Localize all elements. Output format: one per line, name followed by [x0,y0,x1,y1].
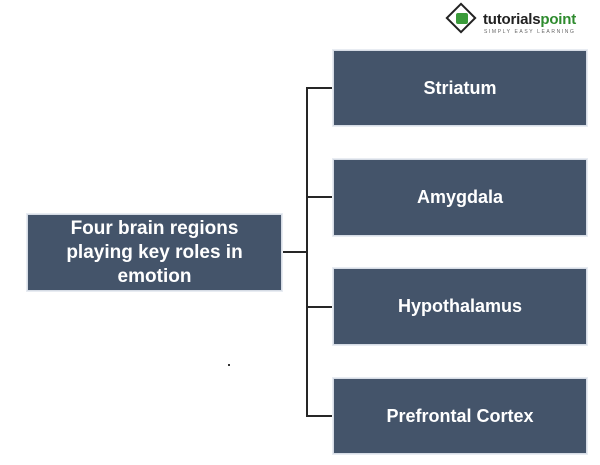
logo-tagline: SIMPLY EASY LEARNING [484,29,576,35]
root-connector [282,251,308,253]
root-node-label: Four brain regions playing key roles in … [66,217,243,287]
branch-connector-1 [306,87,333,89]
child-node-label: Hypothalamus [397,296,523,316]
child-node-hypothalamus: Hypothalamus [333,268,587,345]
logo-wordmark: tutorialspoint [483,11,576,28]
child-node-label: Prefrontal Cortex [386,405,534,426]
child-node-striatum: Striatum [333,50,587,126]
logo-wordmark-accent: point [540,11,577,28]
child-node-label: Striatum [423,77,497,98]
tutorialspoint-logo: tutorialspoint SIMPLY EASY LEARNING [445,2,597,39]
branch-connector-4 [306,415,333,417]
logo-wordmark-main: tutorials [483,11,541,28]
logo-book-icon [456,13,468,24]
trunk-connector [306,87,308,417]
branch-connector-2 [306,196,333,198]
branch-connector-3 [306,306,333,308]
child-node-amygdala: Amygdala [333,159,587,236]
child-node-prefrontal-cortex: Prefrontal Cortex [333,378,587,454]
root-node: Four brain regions playing key roles in … [27,214,282,291]
child-node-label: Amygdala [416,187,504,207]
stray-dot [228,364,230,366]
